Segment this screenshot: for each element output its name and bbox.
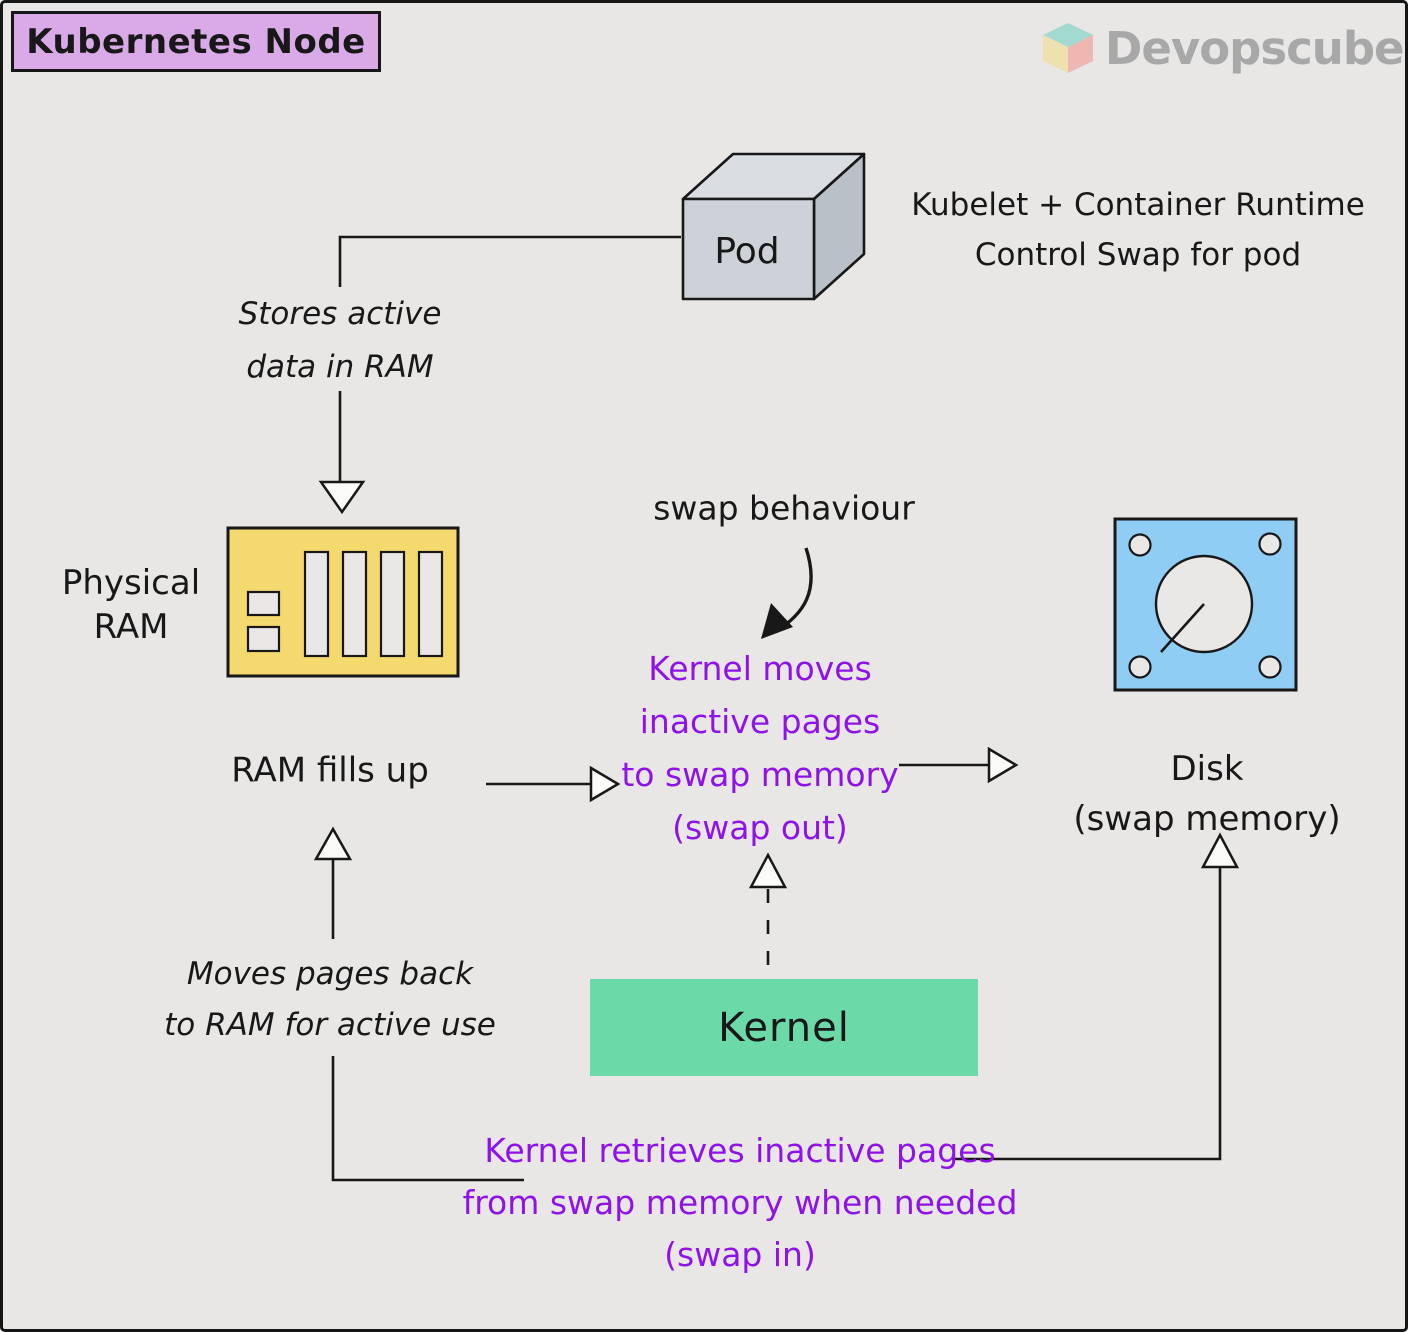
disk-label: Disk (swap memory) xyxy=(1073,749,1341,839)
diagram-title-label: Kubernetes Node xyxy=(26,21,366,62)
swap-in-note: Kernel retrieves inactive pages from swa… xyxy=(462,1131,1018,1274)
devopscube-cube-icon xyxy=(1043,23,1093,73)
ram-icon xyxy=(226,526,460,678)
diagram-shapes xyxy=(226,152,1298,1182)
stores-note: Stores active data in RAM xyxy=(238,296,442,385)
swap-out-note: Kernel moves inactive pages to swap memo… xyxy=(621,649,899,847)
devopscube-logo: Devopscube xyxy=(1039,19,1405,77)
swap-behaviour-label: swap behaviour xyxy=(653,488,915,528)
connector-swapin-to-ram xyxy=(313,826,524,1182)
disk-icon xyxy=(1113,517,1298,692)
arrow-swapout-to-disk xyxy=(899,746,1019,784)
diagram-title: Kubernetes Node xyxy=(11,11,381,72)
pod-cube-icon xyxy=(681,152,866,301)
pod-label: Pod xyxy=(714,231,780,272)
kernel-label: Kernel xyxy=(718,1004,850,1051)
devopscube-logo-text: Devopscube xyxy=(1105,21,1405,75)
kubelet-note: Kubelet + Container Runtime Control Swap… xyxy=(911,187,1365,273)
moves-back-note: Moves pages back to RAM for active use xyxy=(164,956,496,1043)
ram-fills-up-label: RAM fills up xyxy=(231,750,429,791)
kernel-box: Kernel xyxy=(590,979,978,1076)
arrow-kernel-to-swapout xyxy=(748,852,788,977)
connector-swapin-to-disk xyxy=(952,832,1240,1161)
connector-pod-to-ram xyxy=(318,235,681,515)
arrow-ramfills-to-swapout xyxy=(486,765,621,803)
physical-ram-label: Physical RAM xyxy=(61,563,201,647)
arrow-swap-behaviour xyxy=(761,547,813,639)
